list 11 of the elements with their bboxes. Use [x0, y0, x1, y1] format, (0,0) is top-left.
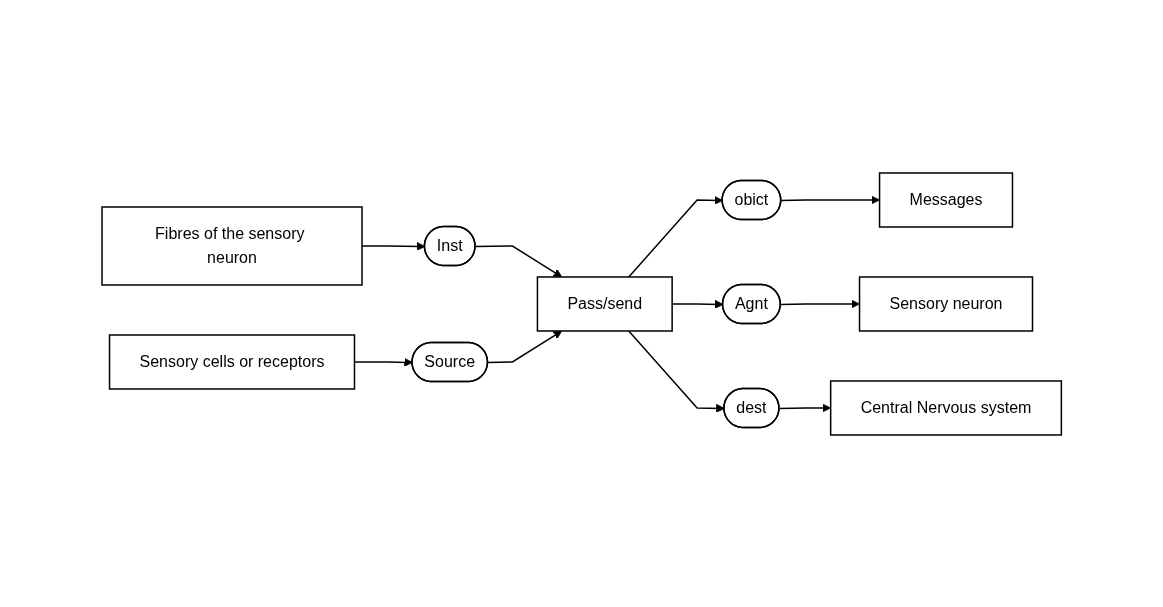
node-box: Central Nervous system	[829, 379, 1062, 436]
node-box: Pass/send	[536, 275, 673, 332]
arrow	[778, 403, 831, 412]
node-box: Sensory cells or receptors	[108, 333, 356, 390]
arrow	[474, 244, 562, 277]
node-box: Fibres of the sensory neuron	[101, 205, 363, 286]
node-box: Sensory neuron	[858, 275, 1034, 332]
arrow	[780, 195, 880, 204]
node-box: Messages	[878, 171, 1013, 228]
arrow	[627, 195, 723, 278]
arrow	[487, 330, 562, 363]
